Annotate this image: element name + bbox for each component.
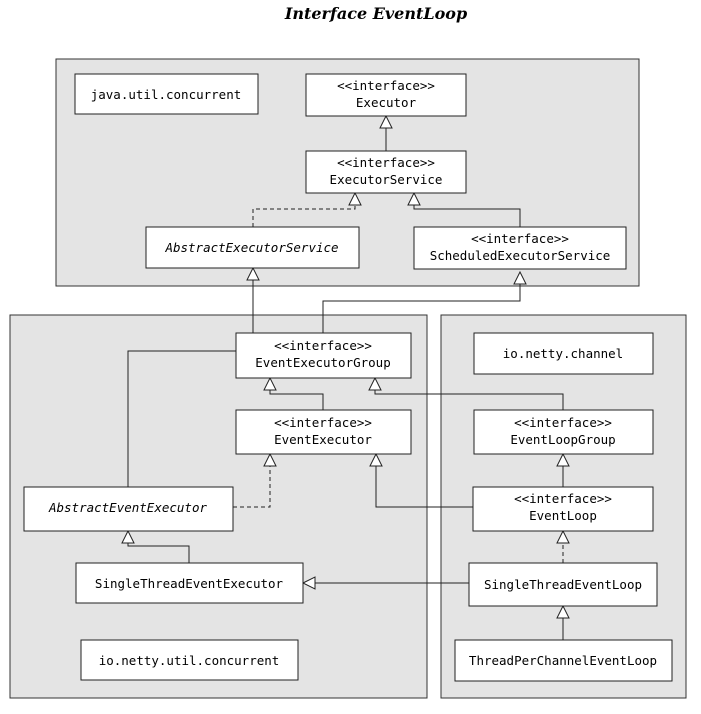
arrowhead-singlethreadeventloop bbox=[556, 604, 570, 619]
class-executor-stereotype: <<interface>> bbox=[337, 78, 435, 93]
class-executor-service-stereotype: <<interface>> bbox=[337, 155, 435, 170]
edge-singlethreadeventexecutor-abstracteventexecutor bbox=[127, 543, 190, 563]
class-thread-per-channel-event-loop-name: ThreadPerChannelEventLoop bbox=[469, 653, 657, 668]
edge-eventexecutor-eventexecutorgroup bbox=[269, 390, 324, 410]
edge-abstracteventexecutor-eventexecutor bbox=[233, 466, 271, 508]
class-abstract-event-executor-name: AbstractEventExecutor bbox=[48, 500, 208, 515]
class-abstract-event-executor bbox=[23, 486, 234, 532]
class-event-executor-name: EventExecutor bbox=[274, 432, 372, 447]
class-single-thread-event-loop bbox=[468, 562, 658, 607]
arrowhead-abstractexecutorservice bbox=[246, 266, 260, 281]
package-label-java-util-concurrent-text: java.util.concurrent bbox=[91, 87, 242, 102]
class-event-loop bbox=[472, 486, 654, 532]
class-event-executor-group bbox=[235, 332, 412, 379]
edge-abstracteventexecutor-eventexecutorgroup bbox=[127, 350, 236, 487]
arrowhead-abstracteventexecutor bbox=[121, 529, 135, 544]
class-scheduled-executor-service-name: ScheduledExecutorService bbox=[430, 248, 611, 263]
class-executor bbox=[305, 73, 467, 117]
arrowhead-eventexecutor-left bbox=[263, 452, 277, 467]
arrowhead-executorservice-right bbox=[407, 191, 421, 206]
class-executor-service bbox=[305, 150, 467, 194]
arrowhead-eventloop bbox=[556, 529, 570, 544]
package-label-io-netty-util-concurrent-text: io.netty.util.concurrent bbox=[99, 653, 280, 668]
class-event-loop-group-stereotype: <<interface>> bbox=[514, 415, 612, 430]
class-single-thread-event-executor bbox=[75, 562, 304, 604]
class-event-loop-group bbox=[473, 409, 654, 455]
package-label-io-netty-util-concurrent bbox=[80, 639, 299, 681]
arrowhead-eventloopgroup bbox=[556, 452, 570, 467]
diagram-title: Interface EventLoop bbox=[284, 4, 467, 23]
class-executor-name: Executor bbox=[356, 95, 417, 110]
class-scheduled-executor-service bbox=[413, 226, 627, 270]
class-thread-per-channel-event-loop bbox=[454, 639, 673, 682]
arrowhead-executorservice-left bbox=[348, 191, 362, 206]
class-event-loop-group-name: EventLoopGroup bbox=[510, 432, 615, 447]
edge-abstractexecutorservice-executorservice bbox=[252, 205, 356, 227]
class-scheduled-executor-service-stereotype: <<interface>> bbox=[471, 231, 569, 246]
edge-eventloop-eventexecutor bbox=[375, 466, 473, 508]
arrowhead-scheduledexecutorservice bbox=[513, 270, 527, 285]
arrowhead-singlethreadeventexecutor bbox=[301, 576, 316, 590]
arrowhead-eventexecutorgroup-left bbox=[263, 376, 277, 391]
class-event-executor-stereotype: <<interface>> bbox=[274, 415, 372, 430]
class-single-thread-event-executor-name: SingleThreadEventExecutor bbox=[95, 576, 284, 591]
class-abstract-executor-service-name: AbstractExecutorService bbox=[164, 240, 338, 255]
class-event-loop-stereotype: <<interface>> bbox=[514, 491, 612, 506]
edge-scheduled-executorservice bbox=[413, 205, 521, 227]
class-event-executor-group-name: EventExecutorGroup bbox=[255, 355, 390, 370]
class-event-loop-name: EventLoop bbox=[529, 508, 597, 523]
arrowhead-executor bbox=[379, 114, 393, 129]
arrowhead-eventexecutorgroup-right bbox=[368, 376, 382, 391]
class-abstract-executor-service bbox=[145, 226, 360, 269]
package-label-java-util-concurrent bbox=[74, 73, 259, 115]
arrowhead-eventexecutor-right bbox=[369, 452, 383, 467]
edge-eventexecutorgroup-scheduled bbox=[322, 284, 521, 333]
class-event-executor bbox=[235, 409, 412, 455]
class-event-executor-group-stereotype: <<interface>> bbox=[274, 338, 372, 353]
class-single-thread-event-loop-name: SingleThreadEventLoop bbox=[484, 577, 642, 592]
package-label-io-netty-channel-text: io.netty.channel bbox=[503, 346, 623, 361]
package-label-io-netty-channel bbox=[473, 332, 654, 375]
edge-eventloopgroup-eventexecutorgroup bbox=[374, 390, 564, 410]
class-executor-service-name: ExecutorService bbox=[330, 172, 443, 187]
